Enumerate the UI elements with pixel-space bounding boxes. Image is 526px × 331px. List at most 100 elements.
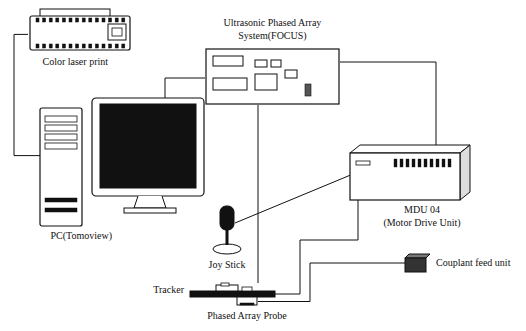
part-outline	[442, 159, 445, 167]
part-outline	[95, 44, 98, 48]
part-outline	[242, 287, 252, 291]
part-outline	[255, 60, 267, 67]
device-label: Tracker	[153, 284, 184, 297]
part-outline	[56, 44, 59, 48]
part-outline	[45, 198, 77, 202]
part-outline	[424, 159, 427, 167]
part-outline	[49, 44, 52, 48]
device-illustration	[212, 205, 242, 255]
box-top	[350, 145, 470, 153]
cable	[14, 34, 40, 155]
cable	[258, 263, 405, 302]
part-outline	[89, 18, 92, 22]
part-outline	[45, 116, 77, 122]
part-outline	[350, 153, 460, 200]
part-outline	[45, 143, 77, 149]
cable	[235, 175, 350, 223]
part-outline	[430, 159, 433, 167]
part-outline	[100, 104, 196, 188]
part-outline	[412, 159, 415, 167]
part-outline	[109, 18, 112, 22]
device-label: (Motor Drive Unit)	[383, 217, 460, 230]
part-outline	[43, 18, 46, 22]
part-outline	[448, 159, 451, 167]
part-outline	[115, 18, 118, 22]
part-outline	[124, 208, 176, 213]
label-group: Tracker	[153, 284, 184, 297]
part-outline	[30, 16, 130, 50]
label-group: Color laser print	[42, 56, 108, 69]
part-outline	[400, 159, 403, 167]
device-illustration	[405, 254, 430, 272]
part-outline	[406, 159, 409, 167]
part-outline	[394, 159, 397, 167]
cable	[258, 105, 259, 283]
device-illustration	[236, 297, 258, 306]
device-label: Ultrasonic Phased Array System(FOCUS)	[219, 17, 327, 42]
part-outline	[76, 18, 79, 22]
label-group: Phased Array Probe	[207, 310, 286, 323]
part-outline	[82, 18, 85, 22]
label-group: MDU 04(Motor Drive Unit)	[383, 204, 460, 229]
part-outline	[102, 44, 105, 48]
part-outline	[89, 44, 92, 48]
part-outline	[45, 208, 77, 212]
part-outline	[237, 297, 257, 305]
part-outline	[112, 28, 122, 36]
part-outline	[76, 44, 79, 48]
part-outline	[56, 18, 59, 22]
part-outline	[220, 206, 234, 230]
pc: PC(Tomoview)	[40, 98, 205, 226]
box-top	[405, 254, 430, 258]
label-group: Couplant feed unit	[436, 257, 510, 270]
part-outline	[36, 44, 39, 48]
device-illustration	[190, 283, 275, 297]
part-outline	[95, 18, 98, 22]
motor-drive-unit: MDU 04(Motor Drive Unit)	[350, 145, 470, 200]
part-outline	[213, 56, 243, 66]
part-outline	[190, 291, 275, 297]
part-outline	[305, 84, 311, 96]
device-label: PC(Tomoview)	[50, 230, 112, 243]
part-outline	[102, 18, 105, 22]
part-outline	[43, 44, 46, 48]
joystick-shaft	[226, 229, 229, 245]
device-label: Joy Stick	[209, 259, 246, 272]
part-outline	[221, 283, 229, 286]
cable	[165, 78, 205, 98]
part-outline	[45, 125, 77, 131]
part-outline	[92, 98, 204, 196]
label-group: Joy Stick	[209, 259, 246, 272]
label-group: Ultrasonic Phased Array System(FOCUS)	[219, 17, 327, 42]
box-side	[460, 145, 470, 200]
phased-array-probe: Phased Array Probe	[236, 297, 258, 306]
device-illustration	[205, 48, 340, 105]
part-outline	[36, 18, 39, 22]
joystick-base	[213, 244, 241, 254]
part-outline	[82, 44, 85, 48]
part-outline	[69, 18, 72, 22]
device-illustration	[28, 8, 133, 52]
part-outline	[405, 258, 426, 272]
part-outline	[62, 44, 65, 48]
ut-system: Ultrasonic Phased Array System(FOCUS)	[205, 48, 340, 105]
part-outline	[122, 18, 125, 22]
part-outline	[418, 159, 421, 167]
part-outline	[255, 74, 277, 90]
part-outline	[122, 44, 125, 48]
part-outline	[108, 24, 126, 40]
couplant-feed-unit: Couplant feed unit	[405, 254, 430, 272]
label-group: PC(Tomoview)	[50, 230, 112, 243]
part-outline	[115, 44, 118, 48]
part-outline	[271, 60, 281, 67]
part-outline	[436, 159, 439, 167]
cable	[275, 200, 358, 294]
joystick: Joy Stick	[212, 205, 242, 255]
device-label: MDU 04	[383, 204, 460, 217]
device-label: Phased Array Probe	[207, 310, 286, 323]
part-outline	[213, 78, 247, 90]
printer: Color laser print	[28, 8, 133, 52]
part-outline	[69, 44, 72, 48]
device-label: Couplant feed unit	[436, 257, 510, 270]
